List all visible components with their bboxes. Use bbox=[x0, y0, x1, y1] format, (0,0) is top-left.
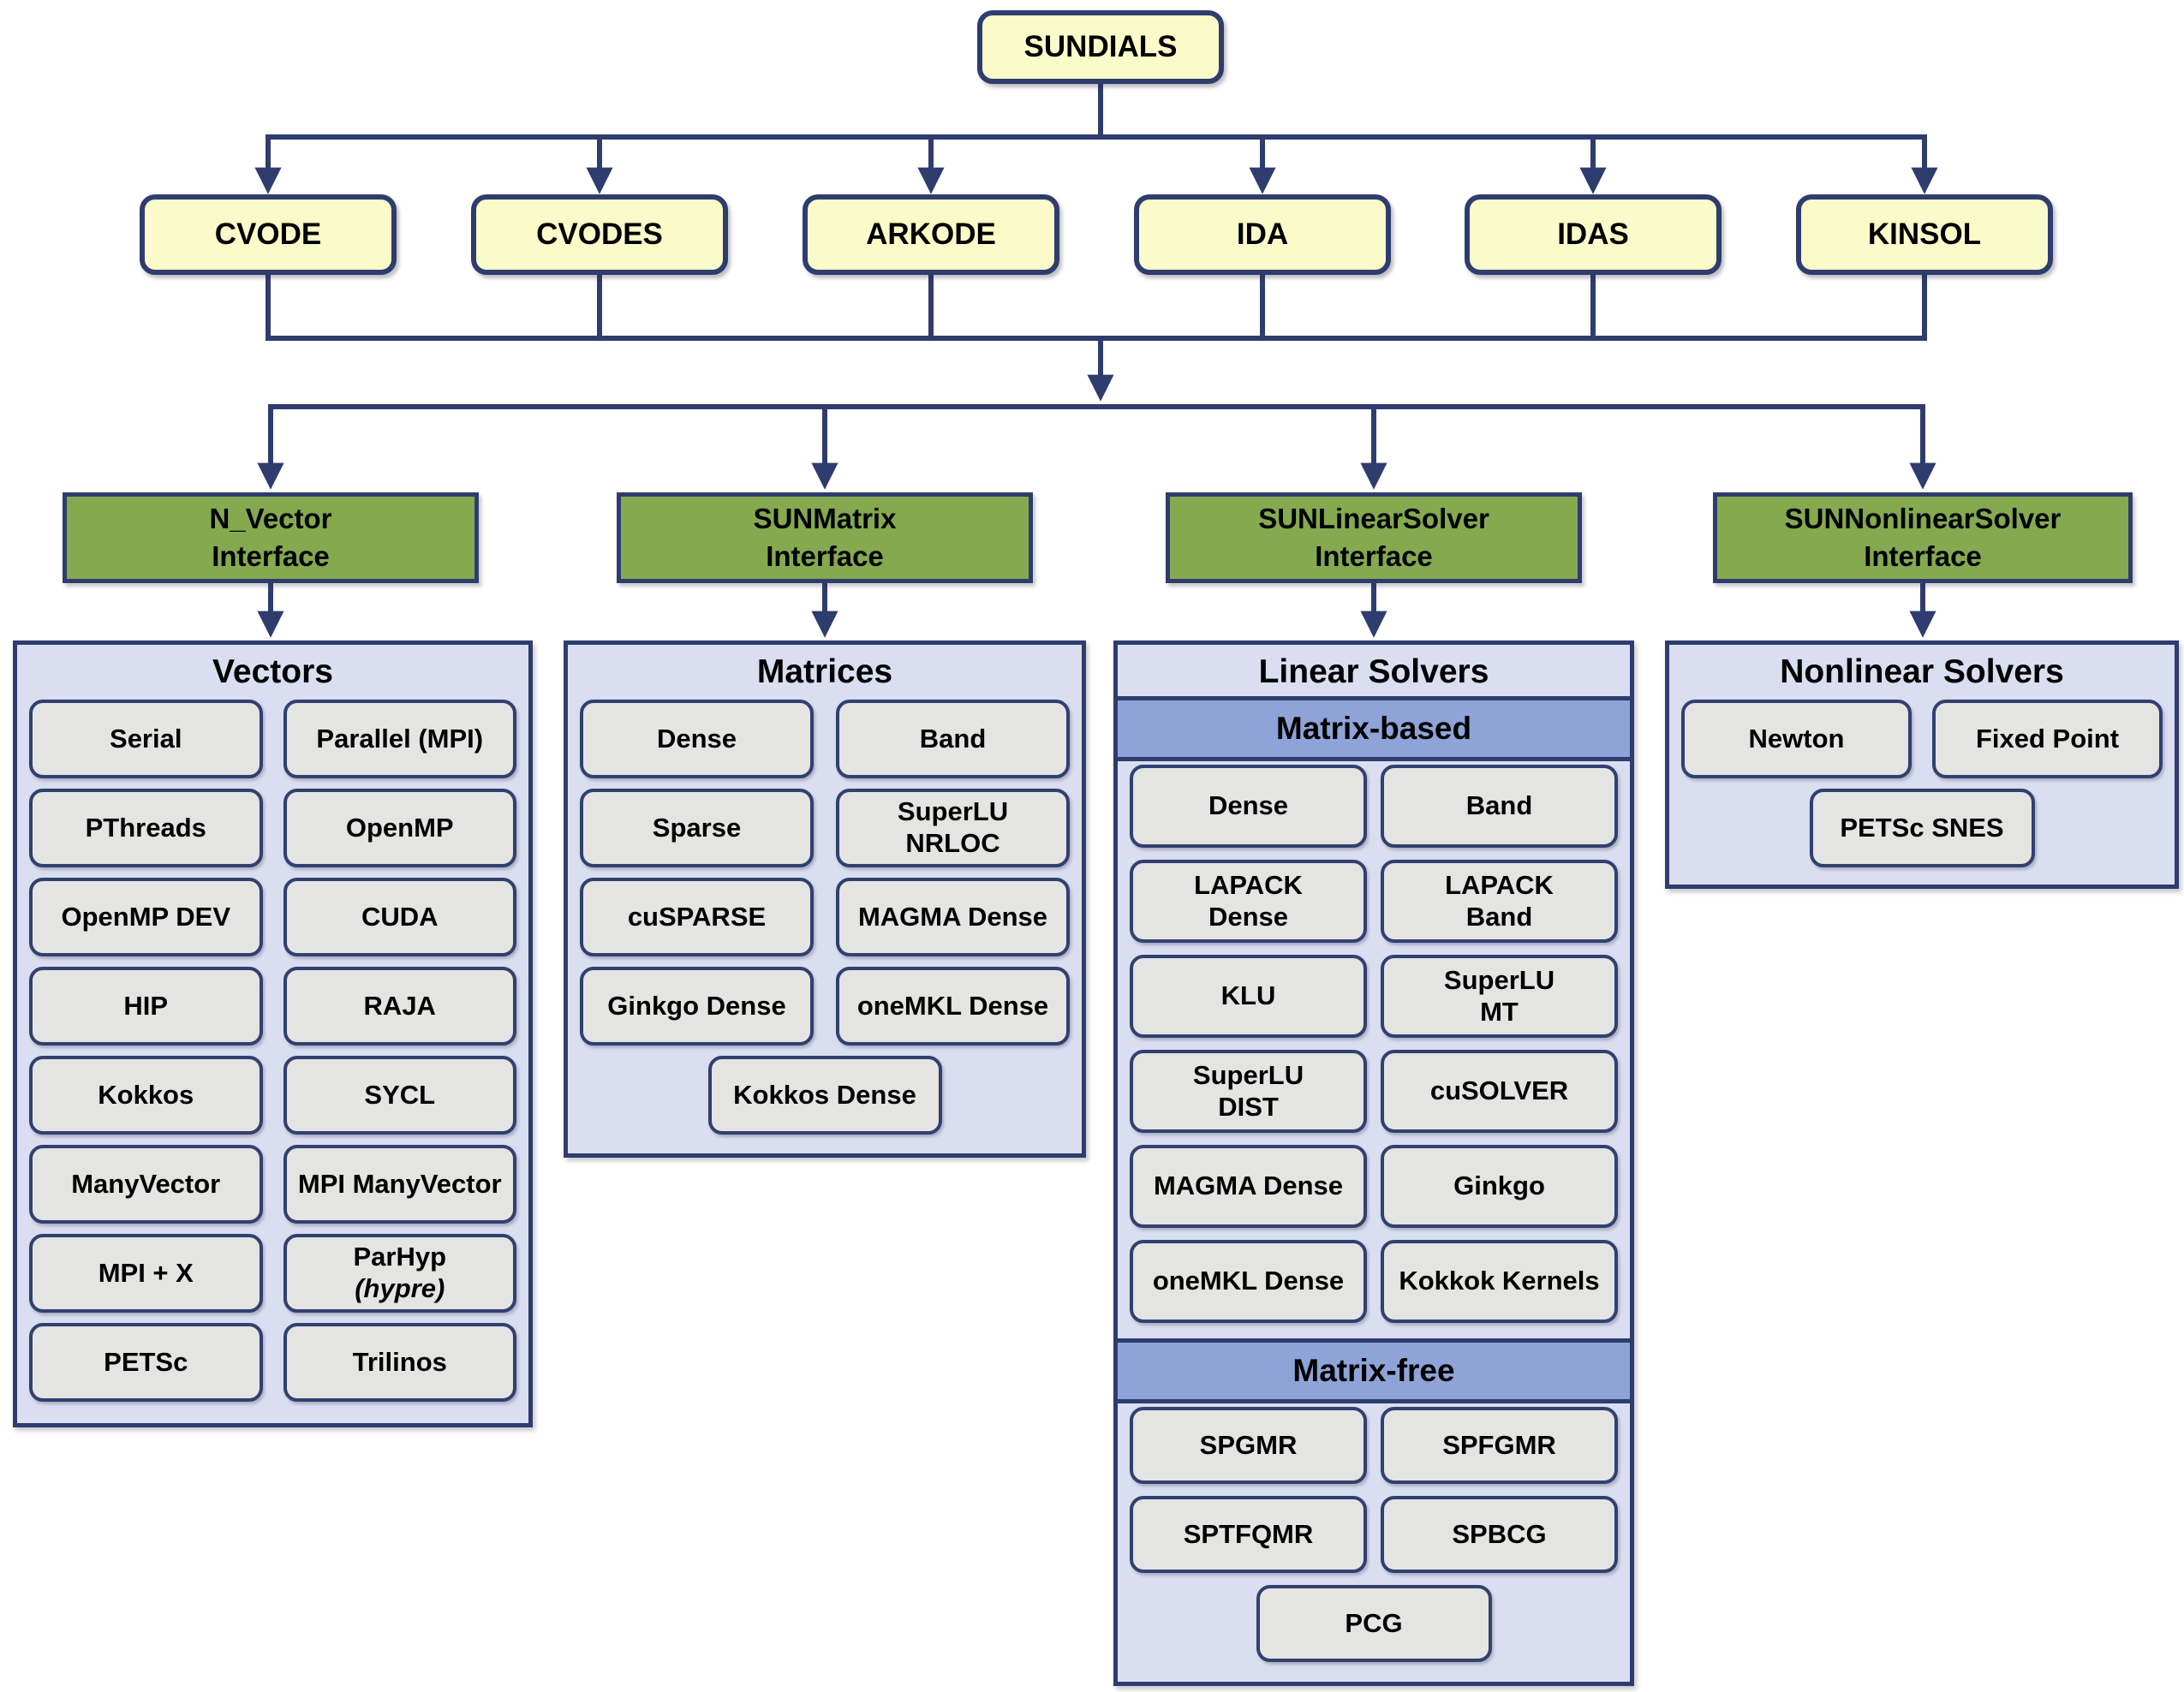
item-mpi-plus-x: MPI + X bbox=[29, 1234, 263, 1313]
band-matrix-based: Matrix-based bbox=[1118, 696, 1630, 761]
nonlinear-grid: Newton Fixed Point PETSc SNES bbox=[1669, 696, 2175, 883]
item-ginkgo-dense: Ginkgo Dense bbox=[580, 967, 814, 1046]
item-newton: Newton bbox=[1681, 700, 1912, 778]
item-ls-magma-dense: MAGMA Dense bbox=[1130, 1145, 1367, 1228]
connector-line bbox=[254, 134, 1938, 194]
connector-line bbox=[266, 275, 1927, 341]
item-mpi-manyvector: MPI ManyVector bbox=[283, 1145, 516, 1224]
module-box-ida: IDA bbox=[1134, 194, 1391, 275]
item-manyvector: ManyVector bbox=[29, 1145, 263, 1224]
item-openmp-dev: OpenMP DEV bbox=[29, 878, 263, 956]
item-ginkgo: Ginkgo bbox=[1381, 1145, 1618, 1228]
interface-label-line2: Interface bbox=[212, 540, 330, 572]
interface-box-nvector: N_Vector Interface bbox=[63, 492, 479, 583]
item-onemkl-dense: oneMKL Dense bbox=[836, 967, 1070, 1046]
connector-line bbox=[257, 404, 1936, 490]
item-hip: HIP bbox=[29, 967, 263, 1046]
item-klu: KLU bbox=[1130, 955, 1367, 1038]
interface-box-sunmatrix: SUNMatrix Interface bbox=[617, 492, 1033, 583]
module-box-idas: IDAS bbox=[1465, 194, 1722, 275]
module-box-arkode: ARKODE bbox=[803, 194, 1059, 275]
matrix-free-grid: SPGMR SPFGMR SPTFQMR SPBCG PCG bbox=[1118, 1403, 1630, 1677]
item-openmp: OpenMP bbox=[283, 789, 516, 867]
item-pcg: PCG bbox=[1256, 1585, 1492, 1662]
item-spfgmr: SPFGMR bbox=[1381, 1407, 1618, 1484]
item-parhyp-hypre: ParHyp(hypre) bbox=[283, 1234, 516, 1313]
item-serial: Serial bbox=[29, 700, 263, 778]
item-magma-dense: MAGMA Dense bbox=[836, 878, 1070, 956]
module-box-cvodes: CVODES bbox=[471, 194, 728, 275]
item-ls-onemkl-dense: oneMKL Dense bbox=[1130, 1240, 1367, 1323]
interface-label-line1: SUNLinearSolver bbox=[1258, 503, 1489, 535]
item-spbcg: SPBCG bbox=[1381, 1496, 1618, 1573]
item-cuda: CUDA bbox=[283, 878, 516, 956]
item-kokkok-kernels: Kokkok Kernels bbox=[1381, 1240, 1618, 1323]
item-sparse: Sparse bbox=[580, 789, 814, 867]
interface-label-line2: Interface bbox=[1864, 540, 1982, 572]
interface-box-sunlinearsolver: SUNLinearSolver Interface bbox=[1166, 492, 1582, 583]
band-matrix-free: Matrix-free bbox=[1118, 1338, 1630, 1403]
item-sptfqmr: SPTFQMR bbox=[1130, 1496, 1367, 1573]
item-petsc-snes: PETSc SNES bbox=[1809, 789, 2035, 867]
panel-title: Matrices bbox=[756, 653, 893, 690]
item-raja: RAJA bbox=[283, 967, 516, 1046]
item-band: Band bbox=[836, 700, 1070, 778]
item-cusparse: cuSPARSE bbox=[580, 878, 814, 956]
interface-label-line1: SUNMatrix bbox=[753, 503, 897, 535]
panel-vectors: Vectors Serial Parallel (MPI) PThreads O… bbox=[13, 640, 533, 1427]
item-sycl: SYCL bbox=[283, 1056, 516, 1135]
item-ls-dense: Dense bbox=[1130, 765, 1367, 848]
panel-title: Linear Solvers bbox=[1258, 653, 1489, 690]
item-cusolver: cuSOLVER bbox=[1381, 1050, 1618, 1133]
panel-title: Nonlinear Solvers bbox=[1780, 653, 2064, 690]
panel-title: Vectors bbox=[212, 653, 333, 690]
interface-label-line2: Interface bbox=[1315, 540, 1433, 572]
item-pthreads: PThreads bbox=[29, 789, 263, 867]
item-trilinos: Trilinos bbox=[283, 1323, 516, 1402]
interface-box-sunnonlinearsolver: SUNNonlinearSolver Interface bbox=[1713, 492, 2133, 583]
item-dense: Dense bbox=[580, 700, 814, 778]
sundials-box: SUNDIALS bbox=[977, 10, 1224, 84]
item-kokkos-dense: Kokkos Dense bbox=[707, 1056, 942, 1135]
module-box-cvode: CVODE bbox=[140, 194, 397, 275]
item-kokkos: Kokkos bbox=[29, 1056, 263, 1135]
item-spgmr: SPGMR bbox=[1130, 1407, 1367, 1484]
panel-nonlinear-solvers: Nonlinear Solvers Newton Fixed Point PET… bbox=[1665, 640, 2179, 889]
vectors-grid: Serial Parallel (MPI) PThreads OpenMP Op… bbox=[17, 696, 528, 1417]
item-fixed-point: Fixed Point bbox=[1932, 700, 2163, 778]
module-box-kinsol: KINSOL bbox=[1796, 194, 2053, 275]
panel-linear-solvers: Linear Solvers Matrix-based Dense Band L… bbox=[1113, 640, 1634, 1686]
interface-label-line2: Interface bbox=[766, 540, 884, 572]
item-petsc: PETSc bbox=[29, 1323, 263, 1402]
item-ls-band: Band bbox=[1381, 765, 1618, 848]
item-parallel-mpi: Parallel (MPI) bbox=[283, 700, 516, 778]
interface-label-line1: SUNNonlinearSolver bbox=[1784, 503, 2062, 535]
interface-label-line1: N_Vector bbox=[209, 503, 332, 535]
